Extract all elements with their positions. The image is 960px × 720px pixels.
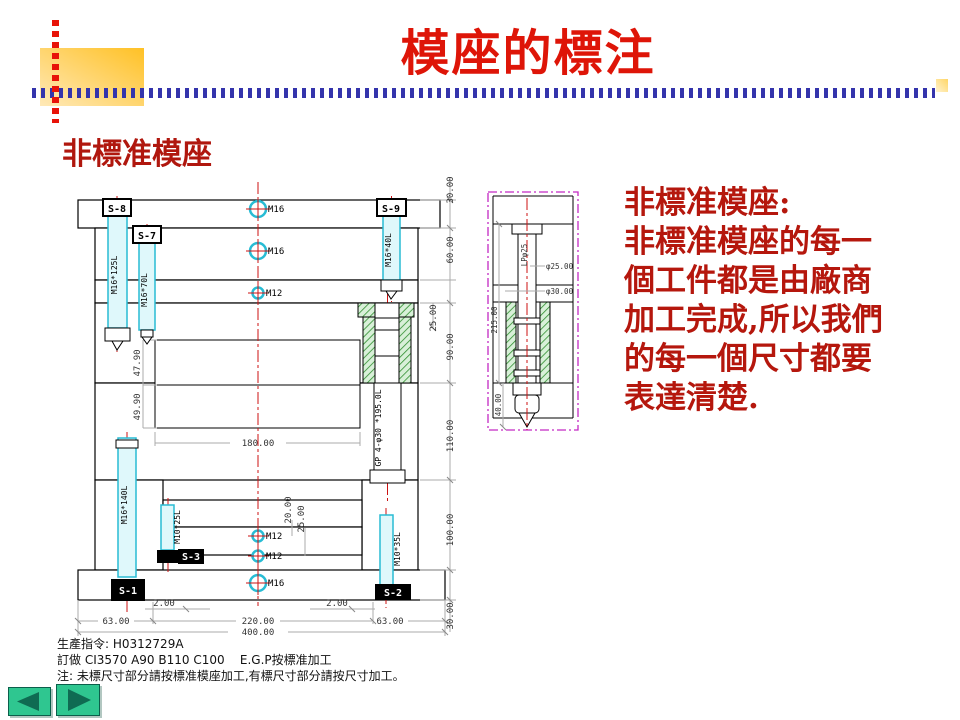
subtitle: 非標准模座 bbox=[62, 137, 212, 172]
description-line: 非標准模座的每一 bbox=[624, 224, 872, 260]
dim-gap-right: 2.00 bbox=[326, 599, 348, 609]
dim-63-left: 63.00 bbox=[102, 617, 129, 627]
detail-pin-label: LPφ25 bbox=[520, 244, 529, 267]
bolt-s1: S-1 M16*140L bbox=[111, 437, 145, 601]
hole-label: M12 bbox=[266, 532, 282, 542]
description-text: 非標准模座: 非標准模座的每一 個工件都是由廠商 加工完成,所以我們 的每一個尺… bbox=[624, 184, 924, 418]
note-line-custom: 訂做 CI3570 A90 B110 C100 E.G.P按標准加工 bbox=[57, 653, 332, 667]
description-line: 表達清楚. bbox=[624, 380, 759, 416]
center-holes: M16 M16 M12 M12 M12 M16 bbox=[246, 197, 284, 595]
yellow-accent-square-small bbox=[936, 79, 948, 92]
guide-pin-label: GP 4-φ30 *195.0L bbox=[374, 389, 383, 466]
bolt-spec-s8: M16*125L bbox=[110, 256, 119, 295]
dim-220: 220.00 bbox=[242, 617, 275, 627]
mold-base-drawing: GP 4-φ30 *195.0L S-8 M16*125L S-7 M16*70… bbox=[74, 176, 579, 638]
dimension-labels: 30.00 60.00 25.00 90.00 110.00 100.00 30… bbox=[102, 176, 456, 638]
description-line: 加工完成,所以我們 bbox=[624, 302, 883, 338]
guide-pin-bushing: GP 4-φ30 *195.0L bbox=[357, 302, 415, 484]
detail-length: 215.00 bbox=[490, 306, 499, 334]
bolt-spec-s2: M10*35L bbox=[393, 532, 402, 566]
dim-ej-25: 25.00 bbox=[297, 505, 307, 532]
dim-right-110: 110.00 bbox=[446, 420, 456, 453]
nav-forward-button[interactable] bbox=[56, 684, 100, 716]
bolt-spec-s7: M16*70L bbox=[140, 273, 149, 307]
dim-right-25: 25.00 bbox=[429, 304, 439, 331]
dim-pocket-width: 180.00 bbox=[242, 439, 275, 449]
production-notes: 生產指令: H0312729A 訂做 CI3570 A90 B110 C100 … bbox=[57, 636, 405, 684]
hole-label: M12 bbox=[266, 289, 282, 299]
bolt-tag-s1: S-1 bbox=[119, 586, 137, 597]
blue-dashed-divider bbox=[32, 88, 935, 98]
dim-right-60: 60.00 bbox=[446, 236, 456, 263]
detail-dia-bottom: φ30.00 bbox=[546, 287, 574, 296]
dim-left-4990: 49.90 bbox=[133, 393, 143, 420]
dim-63-right: 63.00 bbox=[376, 617, 403, 627]
nav-back-button[interactable] bbox=[8, 687, 51, 716]
right-triangle-icon bbox=[68, 689, 91, 711]
page-title: 模座的標注 bbox=[400, 24, 656, 82]
detail-view: LPφ25 φ25.00 φ30.00 215.00 40.00 bbox=[487, 191, 579, 431]
bolt-tag-s7: S-7 bbox=[138, 231, 156, 242]
bolt-tag-s8: S-8 bbox=[108, 204, 126, 215]
hole-label: M12 bbox=[266, 552, 282, 562]
dim-right-90: 90.00 bbox=[446, 333, 456, 360]
detail-tip-length: 40.00 bbox=[494, 393, 503, 416]
bolt-s9: S-9 M16*40L bbox=[376, 198, 407, 300]
dim-left-4790: 47.90 bbox=[133, 349, 143, 376]
dim-ej-20: 20.00 bbox=[284, 496, 294, 523]
description-line: 個工件都是由廠商 bbox=[624, 263, 872, 299]
dim-gap-left: 2.00 bbox=[153, 599, 175, 609]
description-line: 的每一個尺寸都要 bbox=[624, 341, 872, 377]
dim-right-30b: 30.00 bbox=[446, 602, 456, 629]
dimension-lines bbox=[74, 178, 456, 636]
note-line-remark: 注: 未標尺寸部分請按標准模座加工,有標尺寸部分請按尺寸加工。 bbox=[57, 669, 405, 683]
bolt-s3: S-3 M10*25L bbox=[157, 504, 204, 564]
bolt-spec-s1: M16*140L bbox=[120, 486, 129, 525]
red-dotted-line bbox=[52, 20, 59, 123]
bolt-spec-s9: M16*40L bbox=[384, 233, 393, 267]
bolt-s8: S-8 M16*125L bbox=[102, 198, 132, 351]
dim-right-100: 100.00 bbox=[446, 514, 456, 547]
bolt-s2: S-2 M10*35L bbox=[375, 514, 411, 600]
bolt-tag-s2: S-2 bbox=[384, 588, 402, 599]
bolt-tag-s9: S-9 bbox=[382, 204, 400, 215]
hole-label: M16 bbox=[268, 579, 284, 589]
hole-label: M16 bbox=[268, 247, 284, 257]
description-line: 非標准模座: bbox=[624, 185, 791, 221]
hole-label: M16 bbox=[268, 205, 284, 215]
detail-dia-top: φ25.00 bbox=[546, 262, 574, 271]
left-triangle-icon bbox=[17, 692, 39, 711]
dim-right-30: 30.00 bbox=[446, 176, 456, 203]
bolt-spec-s3: M10*25L bbox=[173, 510, 182, 544]
bolt-tag-s3: S-3 bbox=[182, 552, 200, 563]
bolt-s7: S-7 M16*70L bbox=[132, 225, 162, 345]
note-line-order: 生產指令: H0312729A bbox=[57, 637, 184, 651]
dim-400: 400.00 bbox=[242, 628, 275, 638]
